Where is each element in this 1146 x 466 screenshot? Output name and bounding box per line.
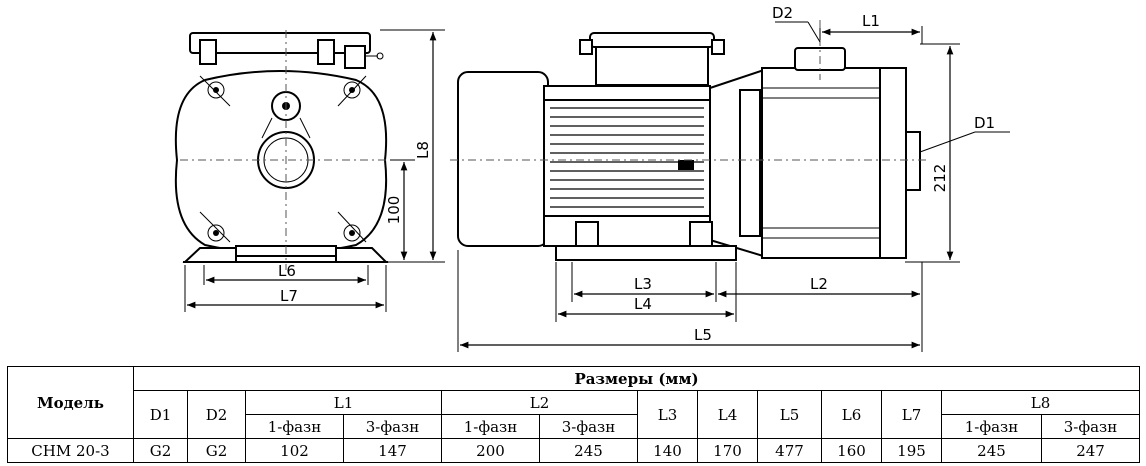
col-l2: L2 [441, 390, 638, 415]
sizes-header: Размеры (мм) [132, 366, 1141, 391]
col-d2: D2 [187, 390, 246, 439]
cell-l5: 477 [757, 438, 822, 463]
col-l6: L6 [821, 390, 882, 439]
col-l2-1phase: 1-фазн [441, 414, 540, 439]
col-l1: L1 [245, 390, 442, 415]
front-view-dimensions [184, 29, 445, 312]
cell-l4: 170 [697, 438, 758, 463]
col-l8: L8 [940, 390, 1141, 415]
cell-model: CHM 20-3 [7, 438, 134, 463]
dim-label-l8: L8 [414, 141, 432, 159]
dimensions-table: Модель Размеры (мм) D1 D2 L1 L2 L3 L4 L5… [7, 366, 1141, 463]
col-l8-1phase: 1-фазн [941, 414, 1042, 439]
dim-label-l4: L4 [634, 295, 652, 313]
col-l1-3phase: 3-фазн [343, 414, 442, 439]
cell-l2-3phase: 245 [539, 438, 638, 463]
dim-label-l5: L5 [694, 326, 712, 344]
table-header-row-1: Модель Размеры (мм) [7, 366, 1141, 439]
table-header-row-2: D1 D2 L1 L2 L3 L4 L5 L6 L7 L8 [8, 390, 1141, 439]
col-l7: L7 [881, 390, 942, 439]
pump-dimension-drawing: D2 L1 D1 L8 100 212 L6 L7 L3 L4 L2 L5 [174, 4, 1010, 352]
cell-l7: 195 [881, 438, 942, 463]
dim-label-l7: L7 [280, 287, 298, 305]
col-l8-3phase: 3-фазн [1040, 414, 1141, 439]
table-header-row-3: 1-фазн 3-фазн 1-фазн 3-фазн 1-фазн 3-фаз… [8, 414, 1141, 439]
dim-label-d1: D1 [974, 114, 995, 132]
cell-l6: 160 [821, 438, 882, 463]
dim-label-d2: D2 [772, 4, 793, 22]
cell-d2: G2 [187, 438, 246, 463]
col-l3: L3 [637, 390, 698, 439]
col-d1: D1 [133, 390, 188, 439]
cell-l1-3phase: 147 [343, 438, 442, 463]
dim-label-l1: L1 [862, 12, 880, 30]
dim-label-212: 212 [931, 164, 949, 193]
dim-label-l3: L3 [634, 275, 652, 293]
col-l5: L5 [757, 390, 822, 439]
col-l2-3phase: 3-фазн [539, 414, 638, 439]
cell-l8-3phase: 247 [1040, 438, 1141, 463]
dim-label-l2: L2 [810, 275, 828, 293]
cell-l8-1phase: 245 [941, 438, 1042, 463]
cell-l3: 140 [637, 438, 698, 463]
model-header: Модель [7, 366, 134, 439]
cell-l1-1phase: 102 [245, 438, 344, 463]
side-view-dimensions [457, 21, 1010, 352]
table-row: CHM 20-3 G2 G2 102 147 200 245 140 170 4… [7, 438, 1141, 463]
cell-l2-1phase: 200 [441, 438, 540, 463]
col-l4: L4 [697, 390, 758, 439]
dim-label-l6: L6 [278, 262, 296, 280]
front-view [174, 30, 395, 270]
cell-d1: G2 [133, 438, 188, 463]
col-l1-1phase: 1-фазн [245, 414, 344, 439]
dim-label-100: 100 [385, 196, 403, 225]
side-view [450, 20, 930, 261]
